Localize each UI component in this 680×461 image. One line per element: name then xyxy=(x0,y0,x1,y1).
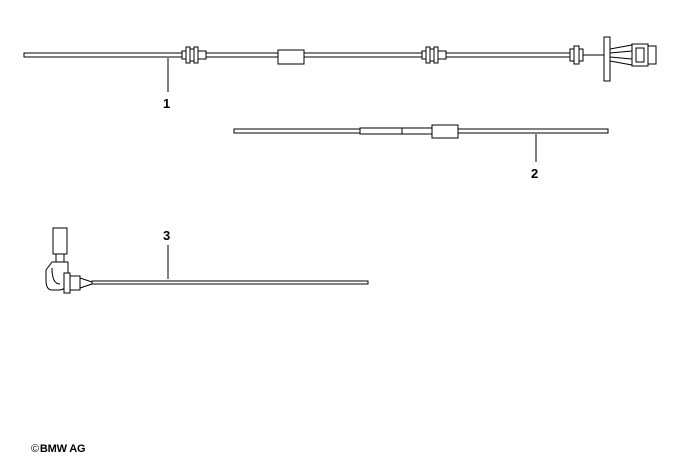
callout-3: 3 xyxy=(163,228,170,243)
harness-1-sleeve-right xyxy=(445,52,571,58)
sensor-3-collar xyxy=(63,272,71,294)
cable-2 xyxy=(233,124,609,162)
harness-1-sleeve-left xyxy=(23,52,183,58)
copyright-symbol: © xyxy=(31,443,39,455)
harness-1-sleeve-mid-a xyxy=(205,52,279,58)
cable-2-insulation xyxy=(359,127,433,135)
sensor-3-plug xyxy=(52,227,68,255)
copyright-notice: ©BMW AG xyxy=(31,443,86,455)
callout-1: 1 xyxy=(163,96,170,111)
sensor-3 xyxy=(45,227,369,294)
harness-1 xyxy=(23,36,657,92)
cable-2-center-block xyxy=(431,124,459,139)
harness-1-end-plug xyxy=(603,36,657,82)
cable-2-sleeve-left xyxy=(233,128,361,134)
harness-1-coupling-right xyxy=(421,46,447,64)
harness-1-center-block xyxy=(277,49,305,65)
cable-2-sleeve-right xyxy=(457,128,609,134)
sensor-3-probe xyxy=(91,280,369,285)
harness-1-grommet xyxy=(569,45,584,65)
copyright-text: BMW AG xyxy=(39,443,86,455)
harness-1-coupling-left xyxy=(181,46,207,64)
harness-1-sleeve-mid-b xyxy=(303,52,423,58)
callout-2: 2 xyxy=(531,166,538,181)
